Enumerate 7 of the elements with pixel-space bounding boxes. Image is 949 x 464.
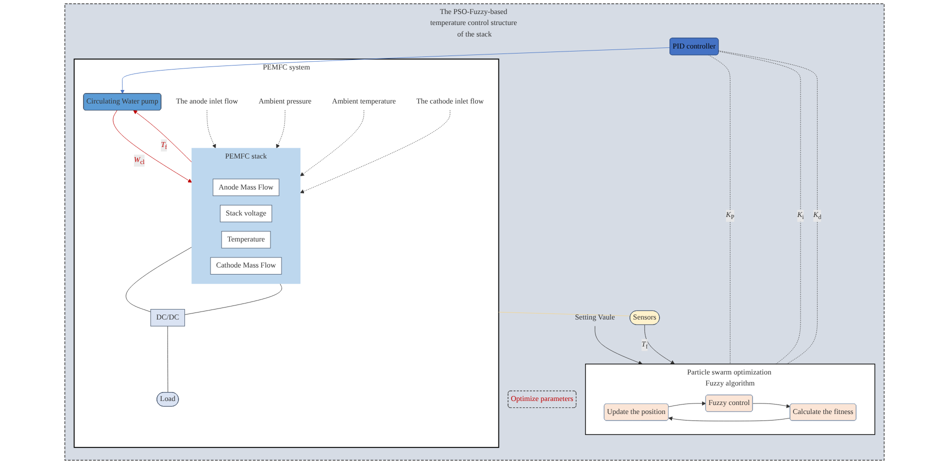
connector bbox=[718, 51, 801, 364]
connector bbox=[718, 50, 818, 364]
connector bbox=[126, 246, 192, 312]
connector bbox=[498, 312, 630, 316]
connector bbox=[184, 283, 282, 315]
connector bbox=[167, 326, 168, 393]
connector bbox=[708, 54, 730, 364]
